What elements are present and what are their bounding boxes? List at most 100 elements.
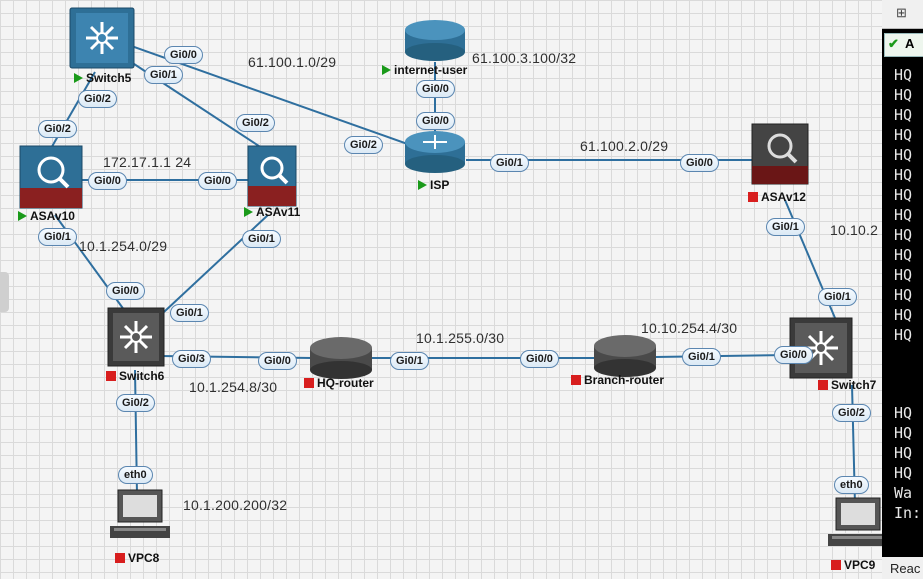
port-label[interactable]: eth0 [118,466,153,484]
asav12-firewall-icon [751,123,809,185]
vpc8-computer-icon [110,489,170,538]
node-vpc9[interactable]: VPC9 [831,558,875,572]
asav10-firewall-icon [19,145,83,209]
node-asav11[interactable]: ASAv11 [244,205,300,219]
console-tab-label: A [905,36,915,51]
isp-router-icon [405,131,465,173]
stopped-icon [304,378,314,388]
port-label[interactable]: Gi0/3 [172,350,211,368]
console-line: HQ [894,166,913,184]
node-vpc8[interactable]: VPC8 [115,551,159,565]
port-label[interactable]: Gi0/1 [38,228,77,246]
port-label[interactable]: Gi0/0 [416,80,455,98]
running-icon [244,207,253,217]
node-switch6[interactable]: Switch6 [106,369,164,383]
port-label[interactable]: Gi0/2 [38,120,77,138]
network-label: 10.10.254.4/30 [641,320,738,336]
node-switch7[interactable]: Switch7 [818,378,876,392]
network-label: 10.1.254.8/30 [189,379,278,395]
check-icon: ✔ [888,36,899,51]
node-branch-router[interactable]: Branch-router [571,373,664,387]
port-label[interactable]: Gi0/0 [258,352,297,370]
network-label: 61.100.2.0/29 [580,138,669,154]
network-label: 172.17.1.1 24 [103,154,192,170]
port-label[interactable]: Gi0/2 [236,114,275,132]
network-label: 10.10.2 [830,222,879,238]
port-label[interactable]: Gi0/0 [416,112,455,130]
running-icon [18,211,27,221]
port-label[interactable]: Gi0/2 [344,136,383,154]
running-icon [382,65,391,75]
node-hq-router[interactable]: HQ-router [304,376,374,390]
switch5-icon [69,7,135,69]
console-line: HQ [894,266,913,284]
port-label[interactable]: Gi0/0 [106,282,145,300]
link-branch-switch7 [654,354,791,358]
console-line: HQ [894,286,913,304]
port-label[interactable]: Gi0/0 [774,346,813,364]
running-icon [418,180,427,190]
port-label[interactable]: Gi0/1 [390,352,429,370]
port-label[interactable]: Gi0/1 [818,288,857,306]
port-label[interactable]: Gi0/1 [144,66,183,84]
console-line: HQ [894,464,913,482]
stopped-icon [571,375,581,385]
sidebar-toggle-handle[interactable] [0,272,9,312]
console-line: HQ [894,326,913,344]
console-line: HQ [894,444,913,462]
port-label[interactable]: Gi0/2 [78,90,117,108]
stopped-icon [115,553,125,563]
console-tab[interactable]: ✔ A [884,33,923,57]
console-line: HQ [894,126,913,144]
console-line: HQ [894,186,913,204]
console-line: HQ [894,86,913,104]
console-line: HQ [894,246,913,264]
port-label[interactable]: eth0 [834,476,869,494]
stopped-icon [818,380,828,390]
stopped-icon [831,560,841,570]
port-label[interactable]: Gi0/1 [242,230,281,248]
stopped-icon [748,192,758,202]
port-label[interactable]: Gi0/1 [766,218,805,236]
console-line: HQ [894,206,913,224]
branch-router-icon [594,335,656,377]
asav11-firewall-icon [247,145,297,207]
port-label[interactable]: Gi0/2 [832,404,871,422]
node-asav12[interactable]: ASAv12 [748,190,806,204]
port-label[interactable]: Gi0/0 [680,154,719,172]
network-label: 61.100.3.100/32 [472,50,577,66]
port-label[interactable]: Gi0/2 [116,394,155,412]
internet-user-router-icon [405,20,465,61]
port-label[interactable]: Gi0/0 [520,350,559,368]
hq-router-icon [310,337,372,379]
console-line: Wa [894,484,913,502]
node-isp[interactable]: ISP [418,178,449,192]
port-label[interactable]: Gi0/0 [88,172,127,190]
switch6-icon [107,307,165,367]
status-bar: Reac [882,557,923,579]
console-line: HQ [894,424,913,442]
port-label[interactable]: Gi0/1 [170,304,209,322]
vpc9-computer-icon [828,497,888,546]
console-line: HQ [894,106,913,124]
console-line: HQ [894,404,913,422]
console-toolbar: ⊞ [882,0,923,29]
grid-icon[interactable]: ⊞ [896,5,907,20]
port-label[interactable]: Gi0/1 [682,348,721,366]
port-label[interactable]: Gi0/1 [490,154,529,172]
stopped-icon [106,371,116,381]
network-label: 10.1.255.0/30 [416,330,505,346]
running-icon [74,73,83,83]
network-label: 10.1.200.200/32 [183,497,288,513]
network-label: 61.100.1.0/29 [248,54,337,70]
port-label[interactable]: Gi0/0 [198,172,237,190]
network-label: 10.1.254.0/29 [79,238,168,254]
console-line: In: [894,504,922,522]
console-line: HQ [894,226,913,244]
node-internet-user[interactable]: internet-user [382,63,467,77]
node-asav10[interactable]: ASAv10 [18,209,75,223]
node-switch5[interactable]: Switch5 [74,71,131,85]
port-label[interactable]: Gi0/0 [164,46,203,64]
